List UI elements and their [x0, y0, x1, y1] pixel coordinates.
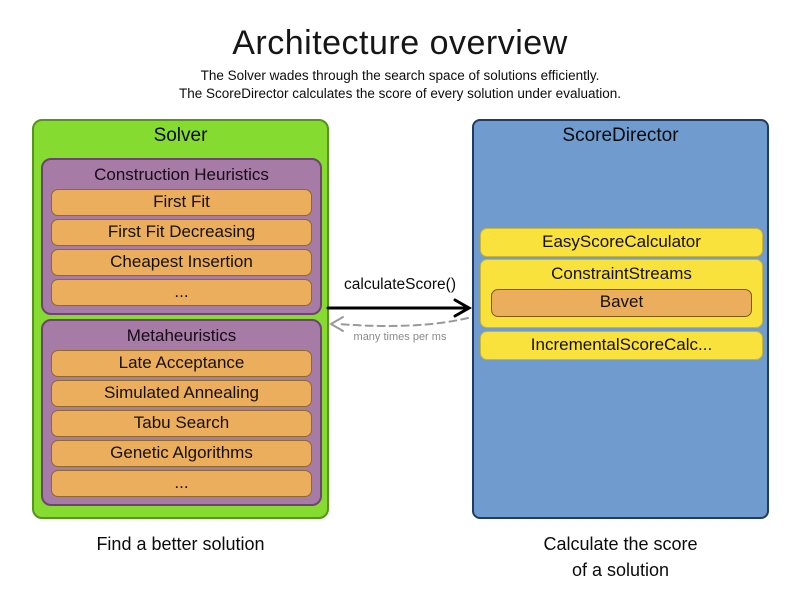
algorithm-item-cheapest-insertion: Cheapest Insertion: [51, 249, 312, 276]
score-director-label: ScoreDirector: [562, 125, 679, 146]
arrows-graphic: [326, 298, 473, 332]
construction-heuristics-label: Construction Heuristics: [94, 165, 269, 184]
solver-box: Solver Construction Heuristics First Fit…: [32, 119, 329, 519]
arrow-frequency-label: many times per ms: [353, 331, 447, 343]
algorithm-item-simulated-annealing: Simulated Annealing: [51, 380, 312, 407]
construction-heuristics-group: Construction Heuristics First Fit First …: [41, 158, 322, 315]
solver-label: Solver: [153, 125, 208, 146]
algorithm-item-ellipsis: ...: [51, 279, 312, 306]
algorithm-item-tabu-search: Tabu Search: [51, 410, 312, 437]
calculate-score-arrow-label: calculateScore(): [344, 276, 456, 293]
solver-caption: Find a better solution: [96, 534, 265, 554]
algorithm-item-genetic-algorithms: Genetic Algorithms: [51, 440, 312, 467]
score-director-caption: Calculate the score of a solution: [472, 531, 769, 583]
subtitle-line-1: The Solver wades through the search spac…: [200, 68, 600, 83]
feedback-dashed-arrow: [329, 316, 469, 332]
metaheuristics-label: Metaheuristics: [126, 326, 237, 345]
calculator-item-incremental-score-calc: IncrementalScoreCalc...: [480, 331, 763, 360]
constraint-streams-label: ConstraintStreams: [551, 264, 692, 283]
algorithm-item-ellipsis: ...: [51, 470, 312, 497]
calculator-group-constraint-streams: ConstraintStreams Bavet: [480, 259, 763, 328]
score-director-caption-line-1: Calculate the score: [543, 534, 698, 554]
score-director-caption-line-2: of a solution: [571, 560, 670, 580]
calculator-item-bavet: Bavet: [491, 289, 752, 317]
page-title: Architecture overview: [232, 24, 568, 62]
score-director-box: ScoreDirector EasyScoreCalculator Constr…: [472, 119, 769, 519]
algorithm-item-late-acceptance: Late Acceptance: [51, 350, 312, 377]
subtitle-line-2: The ScoreDirector calculates the score o…: [179, 86, 621, 101]
metaheuristics-group: Metaheuristics Late Acceptance Simulated…: [41, 319, 322, 506]
algorithm-item-first-fit: First Fit: [51, 189, 312, 216]
calculator-item-easy-score-calculator: EasyScoreCalculator: [480, 228, 763, 257]
algorithm-item-first-fit-decreasing: First Fit Decreasing: [51, 219, 312, 246]
calculate-score-arrow: [326, 298, 473, 318]
